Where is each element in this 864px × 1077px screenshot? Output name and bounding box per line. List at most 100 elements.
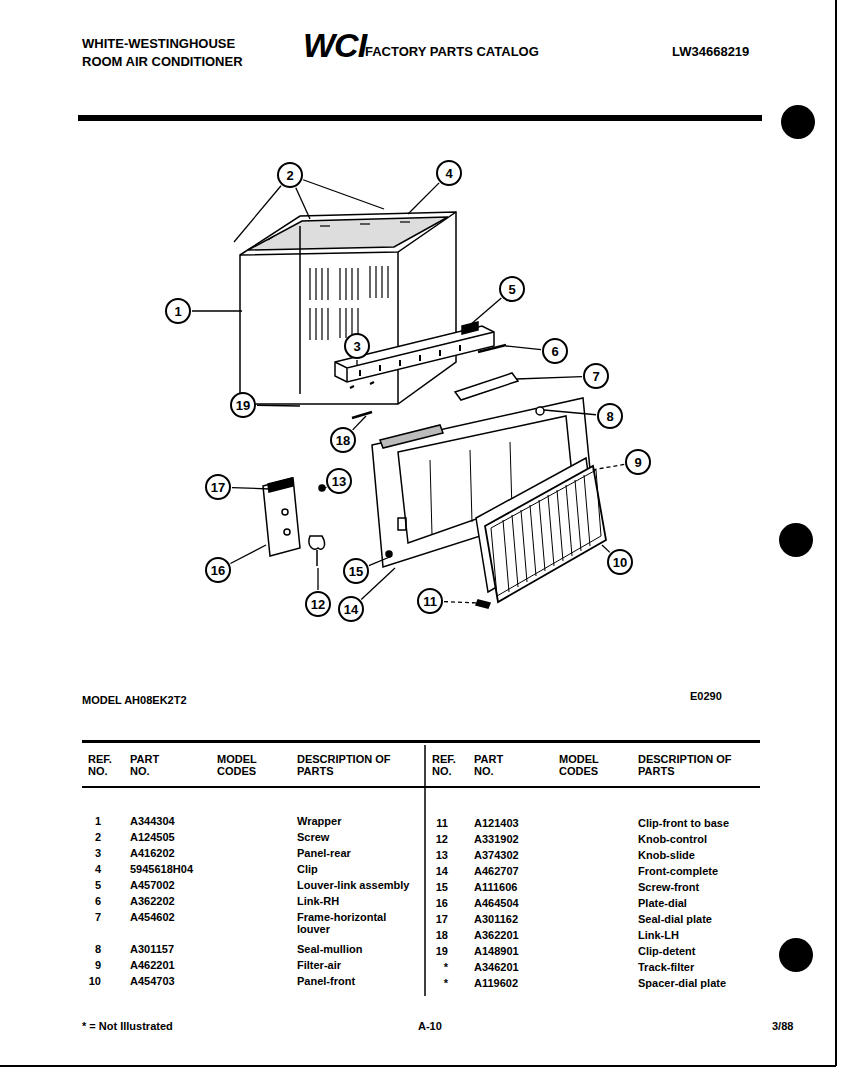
table-cell: Knob-slide [638,849,695,861]
table-cell: A121403 [474,817,519,829]
callout-circle: 5 [499,276,525,302]
table-cell: Frame-horizontal louver [297,911,405,935]
table-cell: 5 [95,879,101,891]
leader-line [470,298,501,325]
table-header: DESCRIPTION OF PARTS [638,753,738,777]
leader-line [506,346,541,350]
callout-number: 15 [349,565,363,578]
binder-hole [779,938,813,972]
page-border [835,0,837,1066]
footnote: * = Not Illustrated [82,1020,173,1032]
callout-circle: 19 [230,392,256,418]
table-cell: A374302 [474,849,519,861]
callout-circle: 12 [305,591,331,617]
binder-hole [781,105,815,139]
leader-line [602,545,610,552]
table-cell: A362201 [474,929,519,941]
leader-line [232,488,270,489]
table-cell: Clip-detent [638,945,695,957]
table-cell: A344304 [130,815,175,827]
table-cell: A301162 [474,913,518,925]
callout-circle: 2 [277,162,303,188]
table-cell: 16 [436,897,448,909]
leader-line [317,568,318,590]
callout-number: 18 [336,434,350,447]
callout-circle: 7 [583,363,609,389]
callout-number: 1 [174,305,181,318]
table-cell: A462201 [130,959,175,971]
callout-circle: 4 [436,160,462,186]
leader-line [296,188,310,219]
callout-circle: 16 [205,557,231,583]
callout-circle: 15 [343,558,369,584]
callout-circle: 11 [417,588,443,614]
louver-assembly [335,322,506,418]
table-cell: Clip [297,863,318,875]
table-header: REF. NO. [432,753,464,777]
table-cell: 5945618H04 [130,863,193,875]
callout-number: 4 [445,167,452,180]
table-cell: Link-RH [297,895,339,907]
table-cell: 19 [436,945,448,957]
catalog-logo: WCI [303,28,366,62]
table-cell: A119602 [474,977,518,989]
table-cell: Seal-dial plate [638,913,712,925]
table-rule [82,786,760,788]
callout-circle: 8 [597,403,623,429]
table-cell: A362202 [130,895,175,907]
leader-line [544,410,596,415]
table-header: MODEL CODES [559,753,609,777]
model-number: MODEL AH08EK2T2 [82,694,187,706]
table-cell: Filter-air [297,959,341,971]
table-cell: Spacer-dial plate [638,977,726,989]
table-rule [82,740,760,743]
table-cell: 4 [95,863,101,875]
table-cell: A454703 [130,975,175,987]
table-cell: A462707 [474,865,519,877]
table-cell: 3 [95,847,101,859]
callout-circle: 14 [338,596,364,622]
louver-frame [455,373,518,400]
table-cell: * [444,977,448,989]
table-cell: 12 [436,833,448,845]
table-cell: 2 [95,831,101,843]
table-cell: Front-complete [638,865,718,877]
table-cell: Wrapper [297,815,341,827]
callout-number: 10 [613,556,627,569]
table-cell: Seal-mullion [297,943,362,955]
table-cell: A457002 [130,879,175,891]
table-cell: 17 [436,913,448,925]
table-cell: 7 [95,911,101,923]
callout-number: 16 [211,564,225,577]
table-cell: 11 [436,817,448,829]
leader-line [516,377,582,379]
header-text: ROOM AIR CONDITIONER [82,55,243,69]
wrapper-vents [268,222,410,340]
table-cell: A331902 [474,833,519,845]
table-cell: Screw-front [638,881,699,893]
table-cell: 18 [436,929,448,941]
leader-line [303,180,384,209]
callout-circle: 3 [344,333,370,359]
table-cell: Screw [297,831,329,843]
table-cell: 14 [436,865,448,877]
table-cell: A454602 [130,911,175,923]
table-cell: 8 [95,943,101,955]
table-cell: A148901 [474,945,519,957]
table-cell: 10 [89,975,101,987]
callout-circle: 1 [165,298,191,324]
table-cell: Clip-front to base [638,817,729,829]
table-cell: 9 [95,959,101,971]
callout-circle: 6 [542,338,568,364]
table-cell: Track-filter [638,961,694,973]
table-header: PART NO. [474,753,514,777]
table-cell: Knob-control [638,833,707,845]
leader-line [230,545,266,564]
control-parts [263,478,490,608]
callout-circle: 9 [625,449,651,475]
callout-number: 2 [286,169,293,182]
callout-number: 6 [551,345,558,358]
header-text: WHITE-WESTINGHOUSE [82,37,235,51]
leader-line [234,186,281,242]
